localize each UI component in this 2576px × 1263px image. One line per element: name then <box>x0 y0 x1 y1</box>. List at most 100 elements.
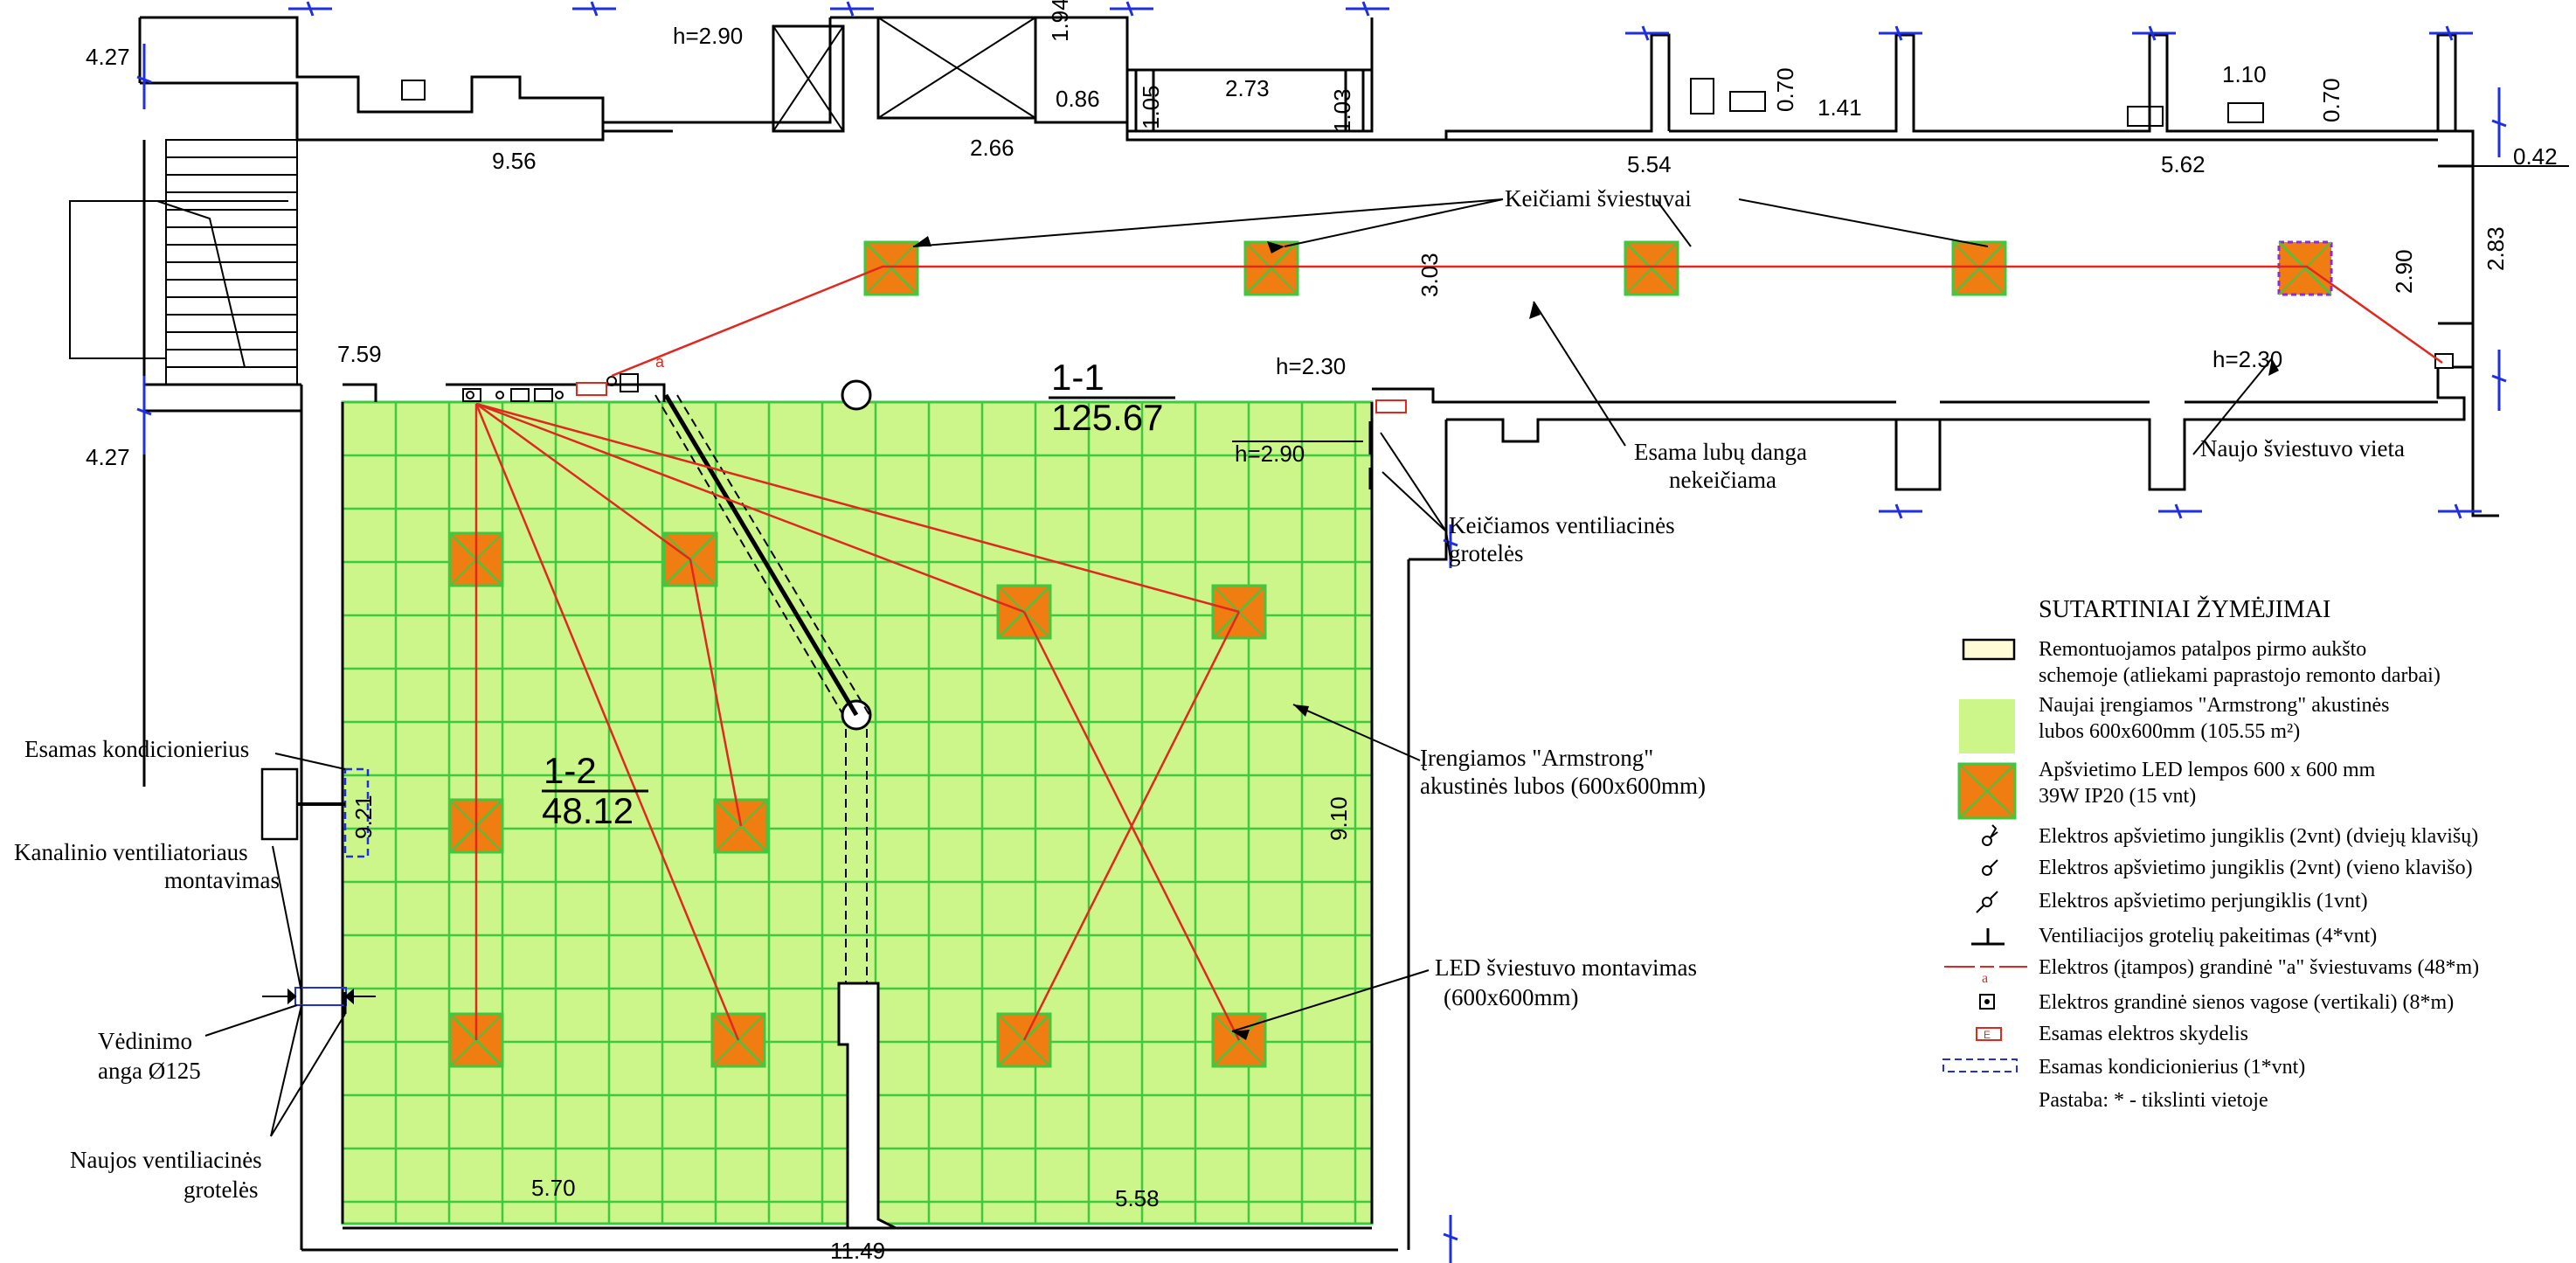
led-lamp <box>1243 240 1299 296</box>
dim-9-56: 9.56 <box>492 148 537 174</box>
note-vent-opening-1: Vėdinimo <box>98 1028 192 1054</box>
legend-ac-icon <box>1942 1058 2018 1072</box>
note-vent-opening-2: anga Ø125 <box>98 1058 201 1084</box>
electric-panels <box>576 353 2454 413</box>
annotations: Keičiami šviestuvai Esama lubų danga nek… <box>14 185 2405 1203</box>
leader-arrows <box>913 236 2279 1040</box>
dim-11-49: 11.49 <box>830 1238 885 1263</box>
led-lamp <box>1624 240 1679 296</box>
walls <box>138 16 2499 1252</box>
circuit-a <box>474 265 2443 1041</box>
wall-room-top <box>343 383 377 402</box>
led-lamp <box>863 240 919 296</box>
legend-led-2: 39W IP20 (15 vnt) <box>2039 785 2196 808</box>
led-lamp <box>2277 240 2333 296</box>
room-1-2-number: 1-2 <box>544 750 597 791</box>
wall-corridor-low-b <box>1372 387 1896 404</box>
dim-5-70: 5.70 <box>531 1175 576 1201</box>
legend-circuit-a-label: a <box>1982 971 1988 986</box>
duct-round-top <box>841 379 872 411</box>
wall-room-top-b <box>446 383 666 402</box>
legend-panel-icon: E <box>1976 1027 2002 1041</box>
dim-0-70-a: 0.70 <box>1772 67 1798 112</box>
legend-switch-double: Elektros apšvietimo jungiklis (2vnt) (dv… <box>2039 825 2478 848</box>
dim-1-94: 1.94 <box>1047 0 1073 42</box>
legend-swatch-led <box>1957 762 2017 820</box>
wall-pillar <box>1134 68 1155 133</box>
legend-switch-toggle-icon <box>1976 891 1998 913</box>
note-new-vents-1: Naujos ventiliacinės <box>70 1147 262 1173</box>
dim-3-03: 3.03 <box>1416 253 1443 297</box>
legend-panel: Esamas elektros skydelis <box>2039 1023 2248 1045</box>
dim-h-2-30-a: h=2.30 <box>1276 353 1346 379</box>
legend-remont-1: Remontuojamos patalpos pirmo aukšto <box>2039 638 2366 661</box>
note-replaced-vents-1: Keičiamos ventiliacinės <box>1449 512 1675 538</box>
legend-ac: Esamas kondicionierius (1*vnt) <box>2039 1056 2305 1079</box>
dim-4-27-top: 4.27 <box>86 44 130 70</box>
legend: SUTARTINIAI ŽYMĖJIMAI Remontuojamos pata… <box>1942 596 2479 1112</box>
note-replaced-lights: Keičiami šviestuvai <box>1505 185 1692 212</box>
dim-4-27-bottom: 4.27 <box>86 444 130 470</box>
legend-vent-icon <box>1971 928 2005 946</box>
wall-top-rooms-d <box>1669 33 2457 133</box>
wall-top-rooms-c <box>1125 33 1671 142</box>
dim-1-05: 1.05 <box>1138 85 1164 129</box>
legend-vertical: Elektros grandinė sienos vagose (vertika… <box>2039 991 2454 1014</box>
wall-right-end <box>2438 129 2475 168</box>
room-1-1-area: 125.67 <box>1051 397 1163 438</box>
dim-1-10: 1.10 <box>2222 61 2267 87</box>
note-armstrong-1: Įrengiamos "Armstrong" <box>1420 745 1653 771</box>
legend-armstrong-2: lubos 600x600mm (105.55 m²) <box>2039 720 2300 743</box>
wall-top-rooms <box>830 16 1374 72</box>
legend-circuit: Elektros (įtampos) grandinė "a" šviestuv… <box>2039 956 2479 979</box>
dim-5-62: 5.62 <box>2161 151 2206 177</box>
legend-note: Pastaba: * - tikslinti vietoje <box>2039 1089 2268 1112</box>
column-lower-a <box>1894 418 1942 491</box>
dim-9-10: 9.10 <box>1326 796 1352 841</box>
note-existing-ac: Esamas kondicionierius <box>24 736 249 762</box>
room-stub <box>1034 16 1129 124</box>
dim-2-73: 2.73 <box>1225 75 1270 101</box>
wall-room-right-top <box>1409 420 1448 561</box>
legend-vent: Ventiliacijos grotelių pakeitimas (4*vnt… <box>2039 925 2377 947</box>
dim-lines <box>1232 165 2569 442</box>
led-lamp <box>1951 240 2007 296</box>
dim-h-2-90-room: h=2.90 <box>1235 441 1305 467</box>
note-armstrong-2: akustinės lubos (600x600mm) <box>1420 773 1706 799</box>
dimensions: 4.27 9.56 h=2.90 0.86 2.66 2.73 1.41 5.5… <box>86 0 2558 1263</box>
dim-1-03: 1.03 <box>1329 88 1355 133</box>
leader-lines <box>204 198 2273 1137</box>
legend-title: SUTARTINIAI ŽYMĖJIMAI <box>2039 596 2330 623</box>
legend-switch-single: Elektros apšvietimo jungiklis (2vnt) (vi… <box>2039 857 2473 879</box>
note-new-light-location: Naujo šviestuvo vieta <box>2200 435 2405 461</box>
legend-switch-toggle: Elektros apšvietimo perjungiklis (1vnt) <box>2039 890 2368 913</box>
led-lamps <box>448 240 2333 1068</box>
shaft-crosses <box>401 17 2264 132</box>
existing-air-conditioner <box>343 767 370 858</box>
legend-led-1: Apšvietimo LED lempos 600 x 600 mm <box>2039 759 2376 781</box>
legend-switch-single-icon <box>1982 859 1998 876</box>
dim-5-58: 5.58 <box>1115 1185 1160 1211</box>
note-led-mount-2: (600x600mm) <box>1444 984 1579 1010</box>
room-tags: 1-1 125.67 1-2 48.12 <box>542 357 1175 831</box>
legend-swatch-armstrong <box>1959 699 2015 753</box>
legend-switch-double-icon <box>1982 824 1998 846</box>
staircase <box>69 139 298 385</box>
wall-corridor-top <box>603 17 832 124</box>
wall-pillar-b <box>1344 68 1365 133</box>
note-new-vents-2: grotelės <box>184 1176 258 1203</box>
legend-vertical-icon <box>1979 994 1995 1010</box>
note-duct-fan-1: Kanalinio ventiliatoriaus <box>14 839 248 865</box>
dim-1-41: 1.41 <box>1818 94 1862 121</box>
legend-swatch-remont <box>1962 638 2016 661</box>
note-existing-ceiling-2: nekeičiama <box>1669 467 1776 493</box>
circuit-a-label: a <box>655 353 665 371</box>
note-replaced-vents-2: grotelės <box>1449 540 1523 566</box>
note-duct-fan-2: montavimas <box>164 867 280 893</box>
light-switches <box>462 373 639 402</box>
dim-h-2-30-b: h=2.30 <box>2212 346 2282 372</box>
legend-armstrong-1: Naujai įrengiamos "Armstrong" akustinės <box>2039 694 2390 717</box>
vent-grilles <box>343 421 1372 1014</box>
room-1-1-number: 1-1 <box>1051 357 1104 398</box>
